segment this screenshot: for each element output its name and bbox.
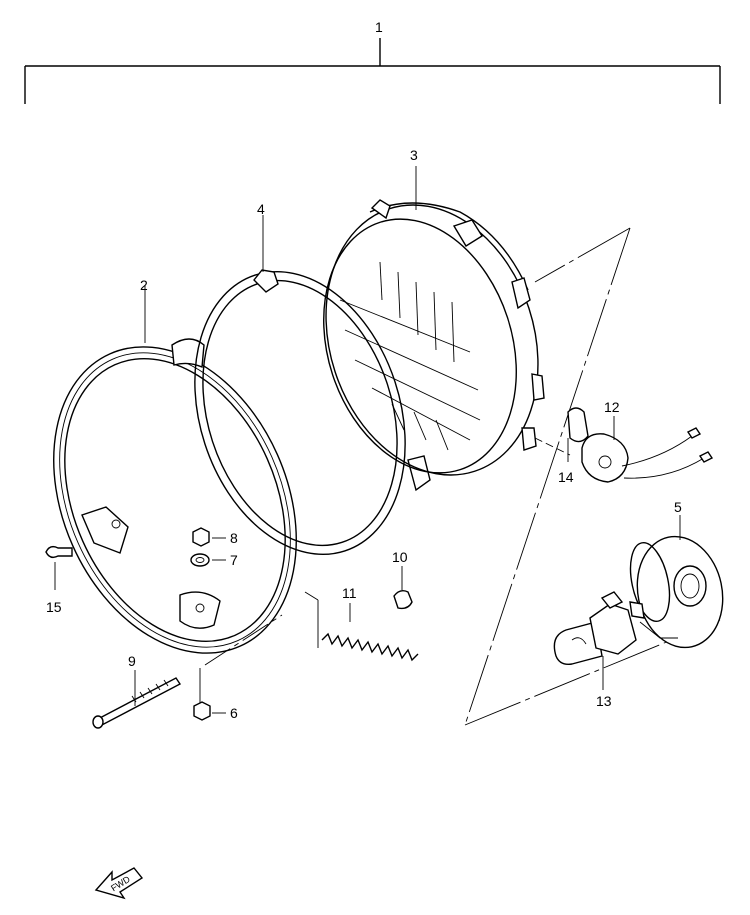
callout-11: 11 bbox=[342, 585, 357, 601]
headlight-bulb: 13 bbox=[553, 591, 645, 709]
callout-6: 6 bbox=[230, 705, 238, 721]
dashed-guides bbox=[204, 227, 721, 726]
callout-9: 9 bbox=[128, 653, 136, 669]
rim-screw: 15 bbox=[45, 545, 73, 615]
adjusting-screw: 9 bbox=[92, 653, 182, 729]
callout-7: 7 bbox=[230, 552, 238, 568]
callout-14: 14 bbox=[558, 469, 574, 485]
spring: 11 bbox=[321, 585, 419, 662]
mounting-ring: 4 bbox=[194, 201, 431, 556]
callout-2: 2 bbox=[140, 277, 148, 293]
callout-12: 12 bbox=[604, 399, 620, 415]
headlight-rim: 2 bbox=[53, 277, 297, 654]
position-lamp-socket: 12 14 bbox=[558, 399, 714, 485]
lens-pattern bbox=[339, 261, 481, 451]
callout-3: 3 bbox=[410, 147, 418, 163]
callout-8: 8 bbox=[230, 530, 238, 546]
forward-direction-arrow: FWD bbox=[94, 867, 144, 900]
bulb-socket-cover: 5 bbox=[629, 499, 724, 649]
headlight-lens-unit: 3 bbox=[323, 147, 545, 476]
callout-13: 13 bbox=[596, 693, 612, 709]
callout-15: 15 bbox=[46, 599, 62, 615]
callout-4: 4 bbox=[257, 201, 265, 217]
small-screw: 6 bbox=[193, 668, 238, 721]
callout-5: 5 bbox=[674, 499, 682, 515]
spring-clip: 10 bbox=[392, 549, 413, 610]
nut-and-washer: 8 7 bbox=[190, 527, 238, 568]
assembly-bracket: 1 bbox=[24, 19, 721, 104]
callout-10: 10 bbox=[392, 549, 408, 565]
callout-1: 1 bbox=[375, 19, 383, 35]
